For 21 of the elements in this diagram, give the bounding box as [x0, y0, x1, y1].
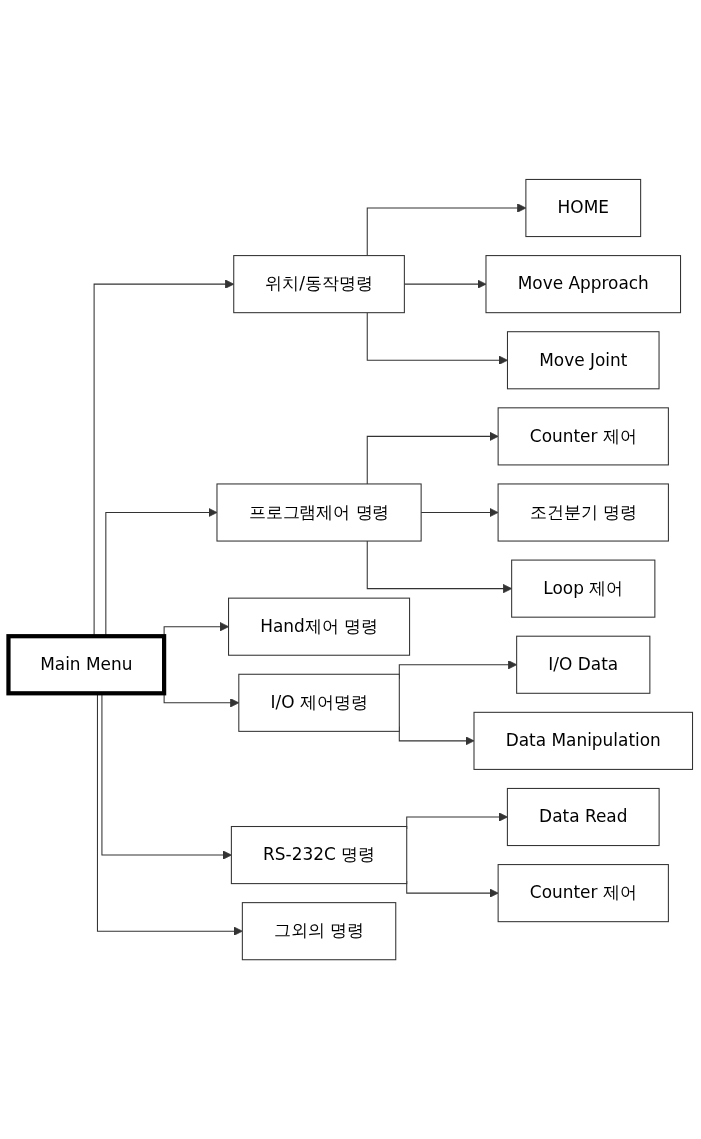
node-box: I/O Data [516, 635, 651, 694]
node-box: 위치/동작명령 [233, 254, 405, 314]
arrow [366, 312, 508, 365]
node-box: Main Menu [6, 634, 167, 696]
node-box: Data Manipulation [473, 711, 694, 770]
node-box: Hand제어 명령 [228, 597, 411, 656]
arrow [366, 431, 499, 485]
arrow [163, 621, 229, 637]
node-box: Loop 제어 [511, 559, 656, 618]
node-box: 그외의 명령 [241, 902, 397, 961]
node-box: Counter 제어 [497, 863, 669, 923]
node-box: I/O 제어명령 [238, 673, 400, 732]
node-box: 프로그램제어 명령 [216, 483, 422, 542]
node-box: Move Approach [485, 254, 682, 314]
arrow [96, 692, 243, 936]
node-box: RS-232C 명령 [230, 825, 408, 885]
node-box: Move Joint [506, 331, 660, 390]
node-box: Data Read [506, 787, 660, 846]
node-box: Counter 제어 [497, 407, 669, 466]
node-box: HOME [525, 178, 642, 237]
node-box: 조건분기 명령 [497, 483, 669, 542]
